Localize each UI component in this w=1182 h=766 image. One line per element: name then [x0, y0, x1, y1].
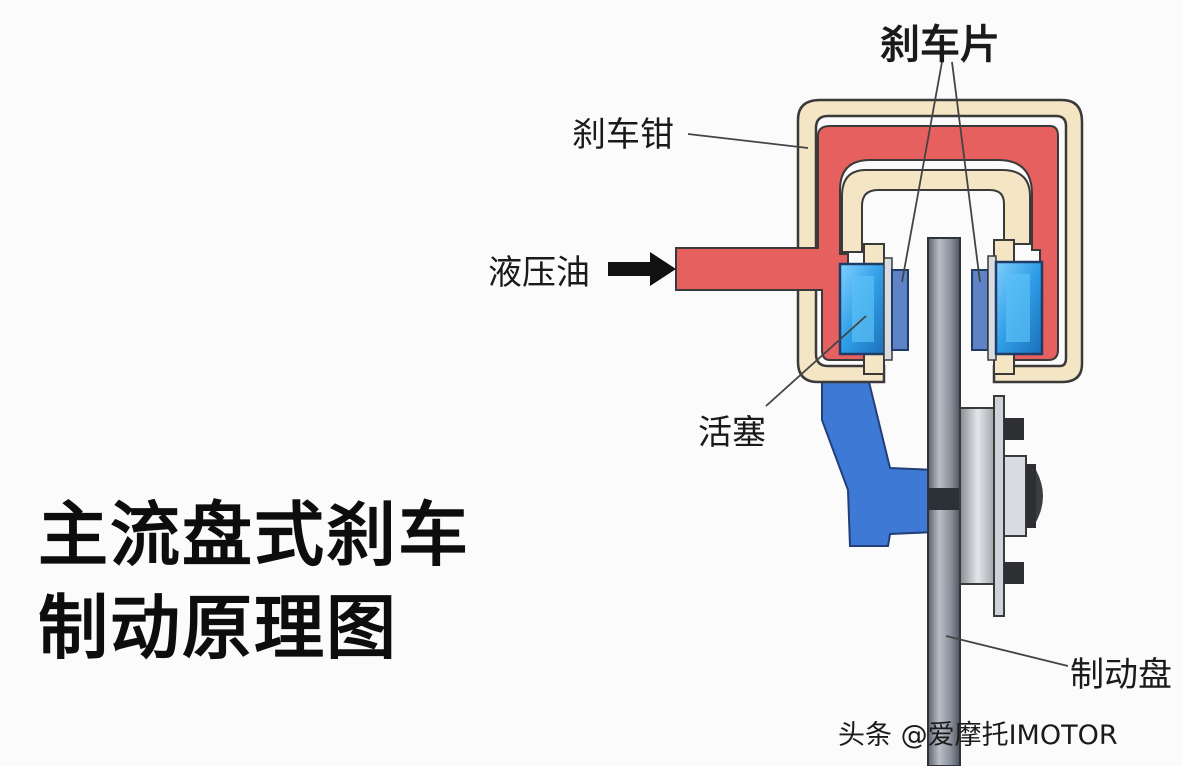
diagram-title-line-1: 主流盘式刹车 — [38, 494, 470, 576]
leader-brake-pad-left — [901, 61, 943, 283]
left-brake-pad — [891, 269, 909, 351]
leader-brake-disc — [945, 635, 1069, 667]
label-brake-disc: 制动盘 — [1070, 655, 1172, 695]
disc-hub-band — [928, 488, 960, 510]
diagram-title-line-2: 制动原理图 — [38, 587, 398, 669]
right-piston-assembly — [971, 239, 1044, 375]
caliper-bracket — [821, 377, 936, 547]
leader-brake-pad-right — [951, 61, 981, 283]
leader-lines — [687, 61, 1069, 667]
label-hydraulic-oil: 液压油 — [488, 253, 590, 293]
left-piston-assembly — [838, 243, 909, 375]
wheel-hub — [959, 395, 1043, 617]
label-caliper: 刹车钳 — [572, 115, 674, 155]
label-brake-pads: 刹车片 — [880, 22, 1000, 68]
leader-caliper — [687, 133, 809, 149]
leader-piston — [765, 315, 867, 407]
hydraulic-fluid-channel — [675, 125, 1059, 361]
label-piston: 活塞 — [698, 413, 766, 453]
source-watermark: 头条 @爱摩托IMOTOR — [838, 720, 1118, 751]
oil-flow-arrow — [608, 252, 676, 286]
